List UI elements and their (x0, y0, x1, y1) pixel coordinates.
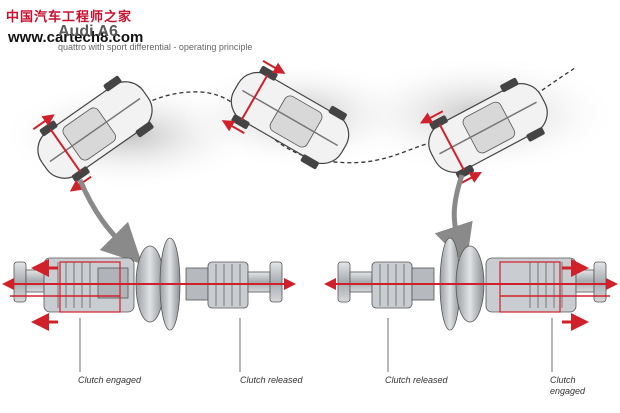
label-left-clutch-released: Clutch released (240, 375, 303, 386)
differential-right (330, 238, 612, 372)
label-right-clutch-released: Clutch released (385, 375, 448, 386)
pointer-arrow-right (454, 175, 462, 246)
page-subtitle: quattro with sport differential - operat… (58, 42, 252, 52)
page-title: Audi A6 (58, 23, 118, 41)
label-left-clutch-engaged: Clutch engaged (78, 375, 141, 386)
differential-left (8, 238, 290, 372)
pointer-arrow-left (80, 180, 128, 250)
label-right-clutch-engaged: Clutch engaged (550, 375, 590, 397)
